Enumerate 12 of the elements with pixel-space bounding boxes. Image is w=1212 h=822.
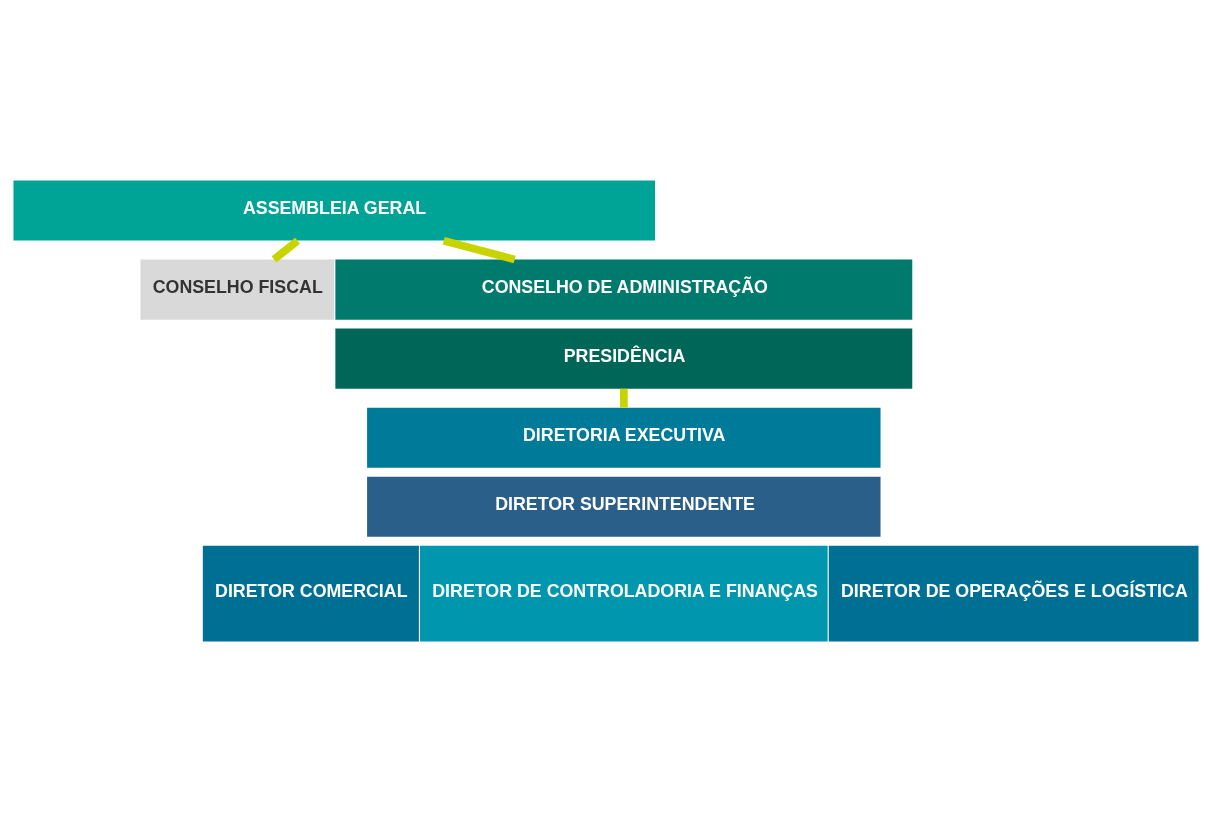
connector (442, 236, 516, 264)
node-box: CONSELHO FISCAL (140, 259, 335, 320)
connector (619, 388, 628, 408)
node-box: DIRETOR SUPERINTENDENTE (367, 476, 881, 537)
connector (271, 237, 301, 263)
node-box: DIRETOR COMERCIAL (202, 545, 419, 642)
node-box: DIRETORIA EXECUTIVA (367, 407, 881, 468)
node-box: CONSELHO DE ADMINISTRAÇÃO (335, 259, 913, 320)
node-box: PRESIDÊNCIA (335, 328, 913, 389)
node-box: ASSEMBLEIA GERAL (13, 180, 655, 241)
node-box: DIRETOR DE OPERAÇÕES E LOGÍSTICA (828, 545, 1199, 642)
node-box: DIRETOR DE CONTROLADORIA E FINANÇAS (420, 545, 828, 642)
